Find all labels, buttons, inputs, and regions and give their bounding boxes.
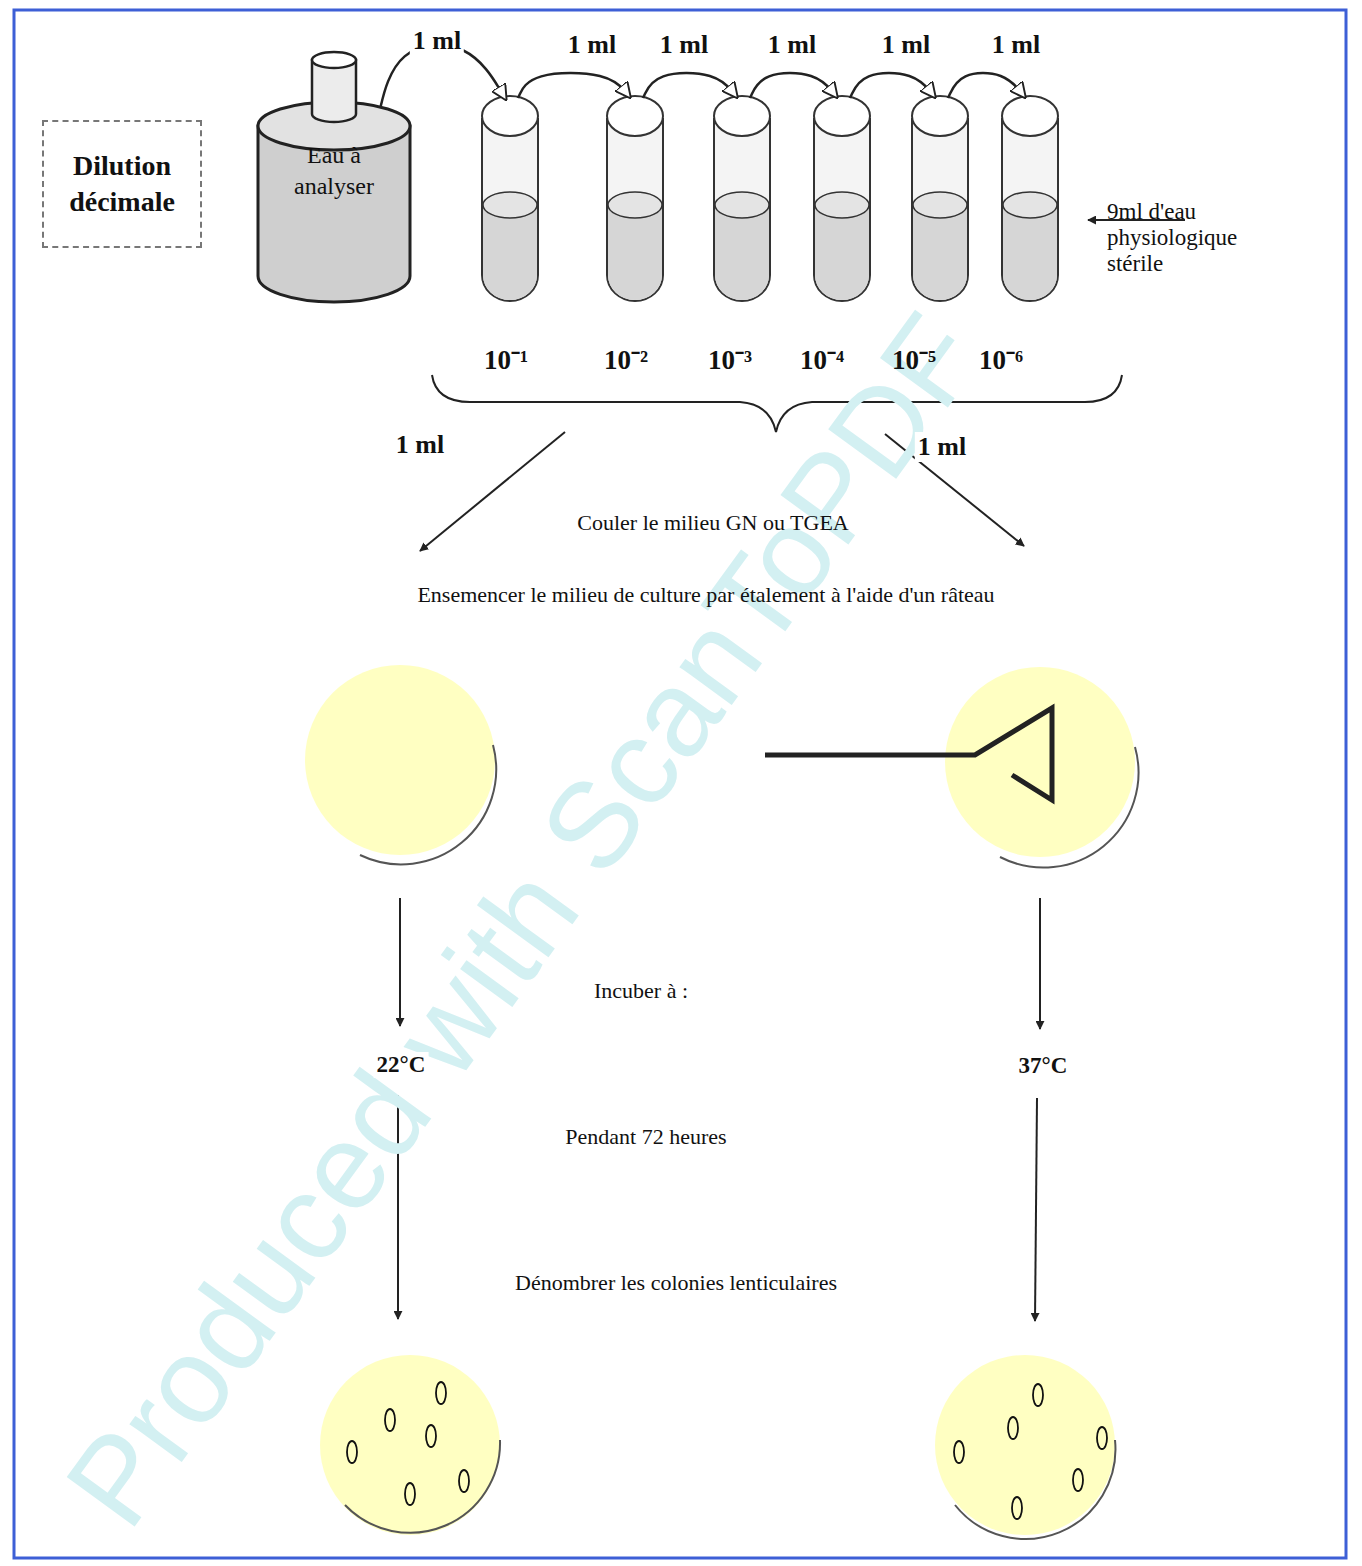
dilution-factor: 10⁻³	[708, 340, 752, 377]
brace	[432, 375, 1122, 432]
petri-dish	[935, 1355, 1115, 1539]
flow-arrow	[1035, 1098, 1037, 1321]
transfer-arrow	[518, 73, 629, 98]
transfer-arrow	[850, 73, 934, 98]
colony	[426, 1425, 436, 1447]
temperature: 37°C	[1016, 1053, 1071, 1079]
colony	[1008, 1417, 1018, 1439]
liquid-surface	[1003, 192, 1057, 218]
volume-label: 1 ml	[879, 30, 933, 60]
dilution-factor: 10⁻⁴	[800, 340, 844, 377]
transfer-arrow	[750, 73, 836, 98]
dilution-factor: 10⁻¹	[484, 340, 528, 377]
petri-dish	[945, 667, 1138, 868]
dilution-factor: 10⁻²	[604, 340, 648, 377]
volume-label: 1 ml	[396, 430, 444, 460]
liquid-surface	[715, 192, 769, 218]
tube-opening	[1002, 96, 1058, 136]
tube-opening	[714, 96, 770, 136]
test-tubes	[482, 96, 1058, 301]
flow-arrow	[1039, 898, 1041, 1029]
volume-label: 1 ml	[989, 30, 1043, 60]
colony	[436, 1382, 446, 1404]
saline-liquid	[1003, 205, 1057, 300]
colony	[954, 1441, 964, 1463]
title-box: Dilution décimale	[42, 120, 202, 248]
saline-liquid	[913, 205, 967, 300]
colony	[347, 1441, 357, 1463]
colony	[459, 1470, 469, 1492]
colony	[405, 1483, 415, 1505]
volume-label: 1 ml	[915, 432, 969, 462]
watermark: Produced with ScanToPDF	[38, 289, 1008, 1551]
saline-liquid	[608, 205, 662, 300]
page-frame	[14, 10, 1346, 1558]
colony	[1073, 1469, 1083, 1491]
liquid-surface	[483, 192, 537, 218]
colony	[1097, 1427, 1107, 1449]
colony	[1033, 1384, 1043, 1406]
tube-opening	[912, 96, 968, 136]
bottle-label: Eau à analyser	[274, 140, 394, 202]
saline-liquid	[815, 205, 869, 300]
colonies	[347, 1382, 1107, 1519]
colony	[385, 1409, 395, 1431]
liquid-surface	[608, 192, 662, 218]
volume-label: 1 ml	[657, 30, 711, 60]
temperature: 22°C	[374, 1052, 429, 1078]
saline-liquid	[715, 205, 769, 300]
tube-opening	[482, 96, 538, 136]
saline-note: 9ml d'eau physiologique stérile	[1107, 199, 1287, 277]
petri-dish	[320, 1355, 500, 1535]
dilution-factor: 10⁻⁶	[979, 340, 1023, 377]
transfer-arrow	[948, 73, 1024, 98]
test-tube	[1002, 118, 1058, 301]
tube-opening	[607, 96, 663, 136]
step-text: Ensemencer le milieu de culture par étal…	[417, 582, 994, 608]
saline-liquid	[483, 205, 537, 300]
test-tube	[482, 118, 538, 301]
liquid-surface	[815, 192, 869, 218]
petri-dish	[305, 665, 496, 864]
volume-label: 1 ml	[565, 30, 619, 60]
colony	[1012, 1497, 1022, 1519]
step-text: Couler le milieu GN ou TGEA	[577, 510, 849, 536]
test-tube	[912, 118, 968, 301]
title-text: Dilution décimale	[60, 148, 185, 221]
test-tube	[814, 118, 870, 301]
liquid-surface	[913, 192, 967, 218]
spreader-rake	[765, 708, 1052, 800]
water-bottle: Eau à analyser	[255, 48, 413, 306]
volume-label: 1 ml	[765, 30, 819, 60]
dilution-factor: 10⁻⁵	[892, 340, 936, 377]
transfer-arrow	[643, 73, 736, 98]
step-text: Pendant 72 heures	[565, 1124, 726, 1150]
step-text: Dénombrer les colonies lenticulaires	[515, 1270, 837, 1296]
test-tube	[714, 118, 770, 301]
volume-label: 1 ml	[410, 26, 464, 56]
step-text: Incuber à :	[594, 978, 688, 1004]
tube-opening	[814, 96, 870, 136]
test-tube	[607, 118, 663, 301]
